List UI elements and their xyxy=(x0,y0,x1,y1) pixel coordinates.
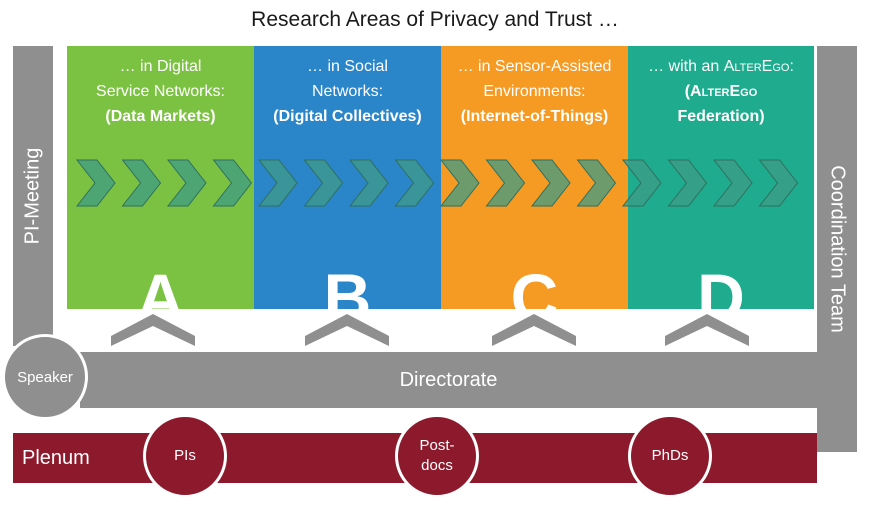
chevron-arrow-icon xyxy=(439,159,480,207)
area-d-paren-open: ( xyxy=(684,83,691,100)
chevron-arrow-icon xyxy=(621,159,662,207)
area-d-line1: … with an AlterEgo: xyxy=(632,54,810,79)
area-b-subtitle: (Digital Collectives) xyxy=(273,108,422,125)
pi-meeting-bar: PI-Meeting xyxy=(13,46,53,346)
area-d-alterego-bold: AlterEgo xyxy=(690,83,758,100)
chevron-arrow-icon xyxy=(667,159,708,207)
area-d-colon: : xyxy=(789,58,794,75)
upward-arrows xyxy=(111,314,749,346)
area-b-heading: … in Social Networks: (Digital Collectiv… xyxy=(258,54,437,129)
chevron-arrow-icon xyxy=(530,159,571,207)
chevron-arrow-icon xyxy=(576,159,617,207)
coordination-team-label: Coordination Team xyxy=(826,165,849,333)
postdocs-circle: Post-docs xyxy=(395,414,479,498)
area-c-heading: … in Sensor-Assisted Environments: (Inte… xyxy=(445,54,624,129)
chevron-arrow-icon xyxy=(303,159,344,207)
chevron-arrow-icon xyxy=(394,159,435,207)
up-arrow-a-icon xyxy=(111,314,195,346)
chevron-arrow-icon xyxy=(758,159,799,207)
chevron-arrow-band xyxy=(75,159,799,207)
pi-meeting-label: PI-Meeting xyxy=(21,147,44,245)
phds-circle: PhDs xyxy=(628,414,712,498)
plenum-label: Plenum xyxy=(22,446,90,469)
area-c-subtitle: (Internet-of-Things) xyxy=(460,108,609,125)
pis-circle: PIs xyxy=(143,414,227,498)
area-d-prefix: … with an xyxy=(648,58,720,75)
speaker-label: Speaker xyxy=(17,368,73,386)
area-d-heading: … with an AlterEgo: (AlterEgo Federation… xyxy=(632,54,810,129)
chevron-arrow-icon xyxy=(485,159,526,207)
chevron-arrow-icon xyxy=(75,159,116,207)
area-d-subtitle-line2: Federation) xyxy=(677,108,765,125)
chevron-arrow-icon xyxy=(712,159,753,207)
postdocs-line2: docs xyxy=(421,457,453,474)
up-arrow-d-icon xyxy=(665,314,749,346)
postdocs-line1: Post- xyxy=(419,437,455,454)
area-d-subtitle-line1: (AlterEgo xyxy=(685,83,758,100)
pis-label: PIs xyxy=(174,447,196,464)
coordination-team-bar: Coordination Team xyxy=(817,46,857,452)
up-arrow-c-icon xyxy=(492,314,576,346)
up-arrow-b-icon xyxy=(305,314,389,346)
chevron-arrow-icon xyxy=(166,159,207,207)
diagram-title: Research Areas of Privacy and Trust … xyxy=(251,8,619,31)
chevron-arrow-icon xyxy=(348,159,389,207)
area-b-line2: Networks: xyxy=(311,83,384,100)
chevron-arrow-icon xyxy=(257,159,298,207)
chevron-arrow-icon xyxy=(212,159,253,207)
postdocs-label: Post-docs xyxy=(419,436,454,476)
area-a-heading: … in Digital Service Networks: (Data Mar… xyxy=(71,54,250,129)
area-a-line2: Service Networks: xyxy=(96,83,225,100)
area-a-subtitle: (Data Markets) xyxy=(105,108,216,125)
chevron-arrow-icon xyxy=(121,159,162,207)
directorate-bar: Directorate xyxy=(80,352,817,408)
area-b-line1: … in Social xyxy=(307,58,388,75)
directorate-label: Directorate xyxy=(399,368,498,391)
area-c-line2: Environments: xyxy=(483,83,586,100)
speaker-circle: Speaker xyxy=(2,334,88,420)
area-c-line1: … in Sensor-Assisted xyxy=(457,58,612,75)
area-a-line1: … in Digital xyxy=(119,58,202,75)
phds-label: PhDs xyxy=(651,447,689,464)
area-d-alterego: AlterEgo xyxy=(723,58,790,75)
